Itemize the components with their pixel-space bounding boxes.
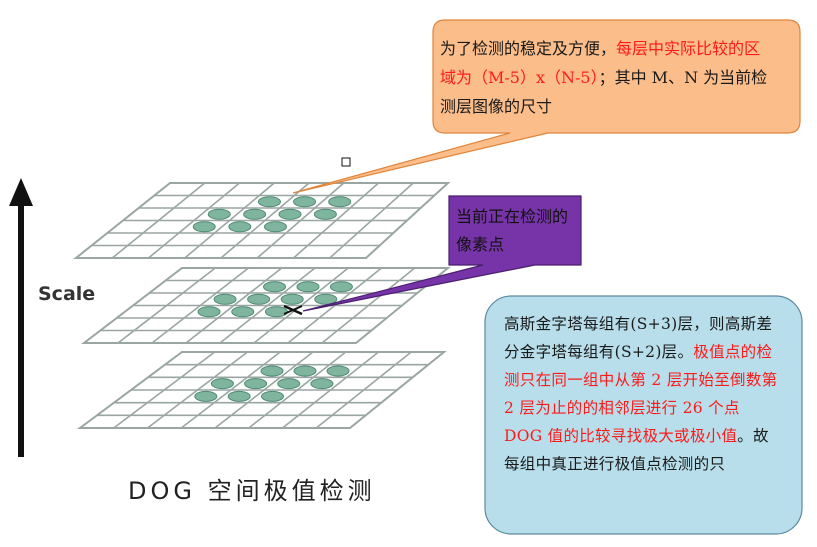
- neighbor-point: [313, 208, 337, 220]
- neighbor-point: [326, 365, 350, 377]
- scale-label: Scale: [38, 283, 96, 305]
- callout-pixel-text: 当前正在检测的像素点: [456, 207, 569, 254]
- neighbor-point: [243, 208, 267, 220]
- callout-top-text: 为了检测的稳定及方便，每层中实际比较的区域为（M-5）x（N-5）；其中 M、N…: [440, 34, 770, 121]
- pyramid-layers: [73, 182, 451, 429]
- neighbor-point: [293, 196, 317, 208]
- neighbor-point: [192, 221, 216, 233]
- callout-top-part3: ；其中 M、N 为当前检测层图像的尺寸: [440, 68, 768, 116]
- neighbor-point: [328, 196, 352, 208]
- selection-handle[interactable]: [341, 157, 351, 167]
- neighbor-point: [261, 390, 284, 402]
- neighbor-point: [197, 306, 221, 318]
- neighbor-point: [280, 293, 304, 305]
- callout-note-part3: 。故每组中真正进行极值点检测的只: [504, 427, 769, 473]
- callout-top-bubble: [292, 19, 801, 194]
- callout-top-part1: 为了检测的稳定及方便，: [440, 39, 617, 58]
- scale-axis-arrow: [9, 178, 33, 457]
- neighbor-point: [263, 281, 287, 293]
- neighbor-point: [228, 221, 252, 233]
- callout-note-text: 高斯金字塔每组有(S+3)层，则高斯差分金字塔每组有(S+2)层。极值点的检测只…: [504, 310, 782, 478]
- current-pixel-marker: [283, 304, 303, 316]
- neighbor-point: [310, 378, 334, 390]
- callout-top-highlight: 每层中实际比较的区域为（M-5）x（N-5）: [440, 39, 761, 87]
- neighbor-point: [329, 281, 353, 293]
- neighbor-point: [257, 196, 281, 208]
- neighbor-point: [278, 208, 302, 220]
- callout-note-part1: 高斯金字塔每组有(S+3)层，则高斯差分金字塔每组有(S+2)层。: [504, 315, 773, 361]
- grid-layer-2: [81, 267, 451, 344]
- grid-layer-1: [73, 182, 451, 259]
- neighbor-point: [277, 378, 301, 390]
- neighbor-point: [314, 293, 338, 305]
- neighbor-point: [207, 208, 231, 220]
- callout-note-highlight: 极值点的检测只在同一组中从第 2 层开始至倒数第 2 层为止的的相邻层进行 26…: [504, 343, 778, 445]
- callout-note-bubble: [484, 295, 803, 535]
- neighbor-point: [210, 378, 234, 390]
- neighbor-point: [247, 293, 271, 305]
- neighbor-point: [244, 378, 268, 390]
- diagram-caption: DOG 空间极值检测: [128, 477, 376, 505]
- neighbor-point: [260, 365, 284, 377]
- neighbor-point: [227, 390, 251, 402]
- neighbor-point: [213, 293, 237, 305]
- grid-layer-3: [76, 351, 447, 429]
- neighbor-point: [231, 306, 255, 318]
- neighbor-point: [296, 281, 320, 293]
- neighbor-point: [293, 365, 317, 377]
- neighbor-point: [194, 390, 218, 402]
- neighbor-point: [264, 306, 288, 318]
- callout-pixel-bubble: [302, 195, 582, 312]
- neighbor-point: [263, 221, 287, 233]
